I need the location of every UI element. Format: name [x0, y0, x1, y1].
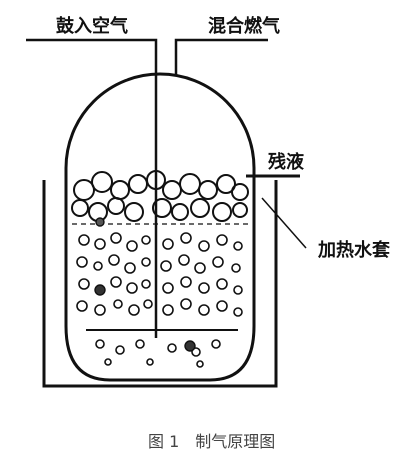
label-heating-jacket: 加热水套	[317, 239, 390, 261]
air-inlet-pipe	[26, 38, 158, 338]
small-bubbles	[76, 232, 243, 368]
figure-caption: 图 1 制气原理图	[148, 432, 275, 451]
heating-jacket-outline	[42, 180, 278, 388]
reactor-vessel	[64, 72, 256, 382]
dark-particles	[94, 217, 196, 352]
gas-outlet-pipe	[174, 38, 268, 76]
label-residue: 残液	[268, 151, 305, 173]
label-gas-out: 混合燃气	[208, 15, 280, 37]
large-bubbles	[71, 170, 249, 222]
jacket-leader-line	[261, 197, 307, 249]
label-air-in: 鼓入空气	[56, 15, 128, 37]
